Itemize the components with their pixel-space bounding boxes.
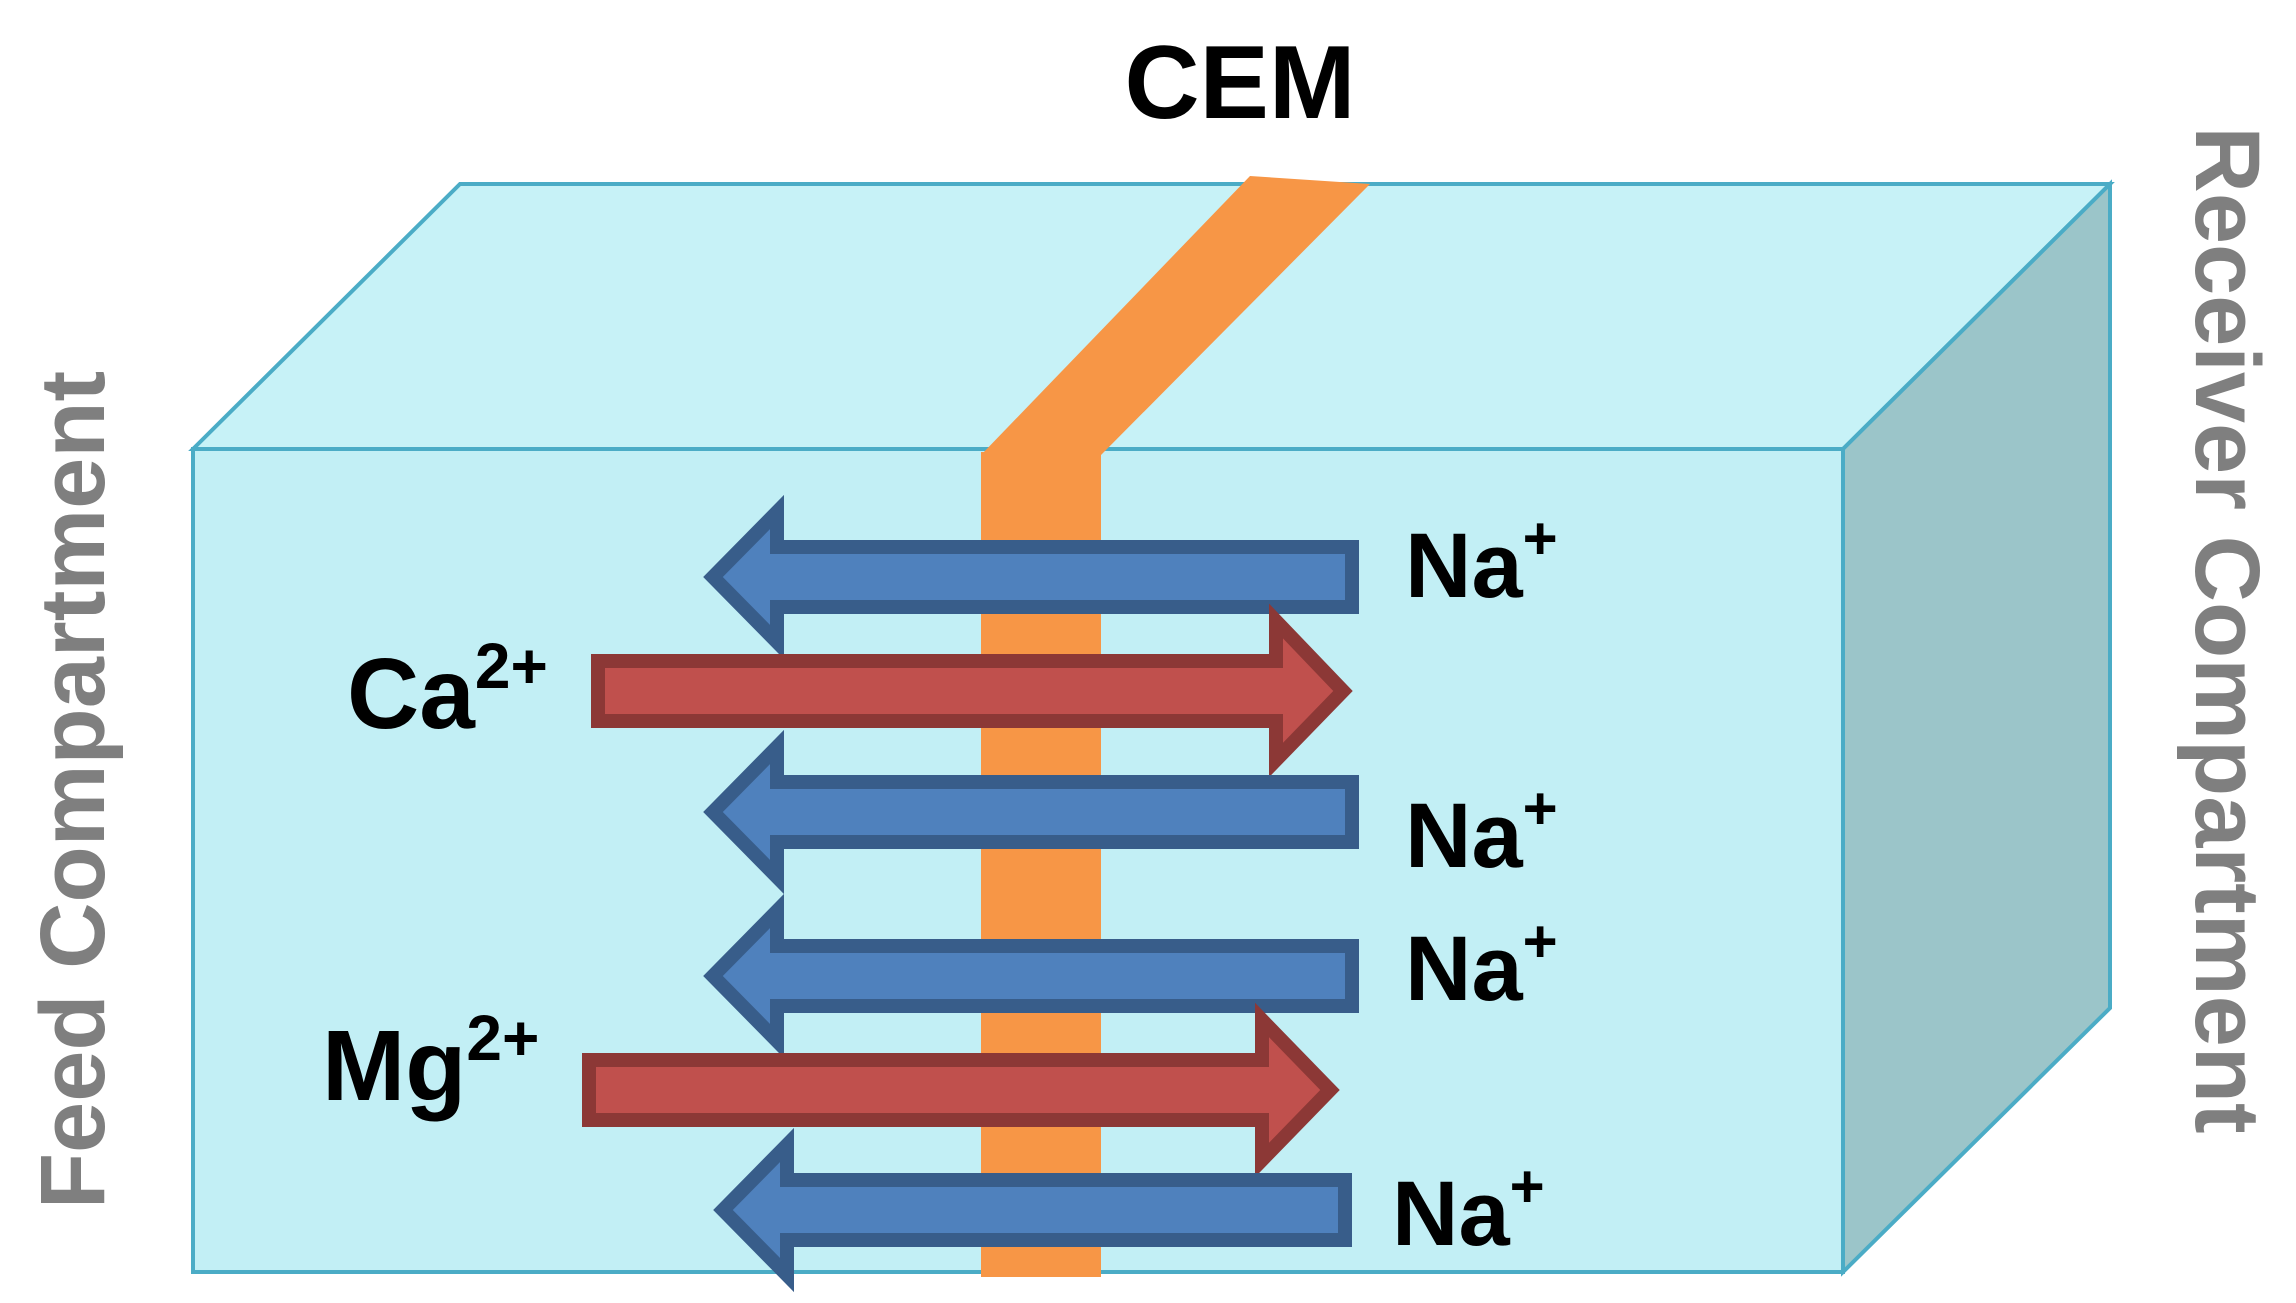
- ion-label-ca: Ca2+: [347, 630, 548, 750]
- membrane-title: CEM: [1124, 25, 1355, 141]
- ion-na-4-sup: +: [1510, 1153, 1545, 1220]
- ion-na-1-base: Na: [1405, 515, 1523, 617]
- ion-label-na-3: Na+: [1405, 908, 1558, 1020]
- ion-mg-sup: 2+: [466, 1002, 539, 1074]
- ion-na-4-base: Na: [1392, 1163, 1510, 1265]
- na-arrow-2: [703, 729, 1359, 895]
- ion-na-3-base: Na: [1405, 918, 1523, 1020]
- mg-arrow: [582, 1002, 1340, 1178]
- ion-na-3-sup: +: [1523, 908, 1558, 975]
- ion-label-mg: Mg2+: [322, 1002, 539, 1122]
- ca-arrow: [591, 603, 1353, 778]
- ion-label-na-2: Na+: [1405, 775, 1558, 887]
- ion-label-na-4: Na+: [1392, 1153, 1545, 1265]
- na-arrow-1: [703, 494, 1359, 660]
- ion-label-na-1: Na+: [1405, 505, 1558, 617]
- ion-na-2-base: Na: [1405, 785, 1523, 887]
- ion-mg-base: Mg: [322, 1010, 466, 1122]
- ion-ca-sup: 2+: [475, 630, 548, 702]
- membrane-top: [981, 176, 1370, 455]
- ion-na-1-sup: +: [1523, 505, 1558, 572]
- ion-ca-base: Ca: [347, 638, 476, 750]
- na-arrow-4: [713, 1127, 1352, 1293]
- feed-compartment-label: Feed Compartment: [22, 371, 124, 1209]
- receiver-compartment-label: Receiver Compartment: [2176, 126, 2278, 1133]
- ion-na-2-sup: +: [1523, 775, 1558, 842]
